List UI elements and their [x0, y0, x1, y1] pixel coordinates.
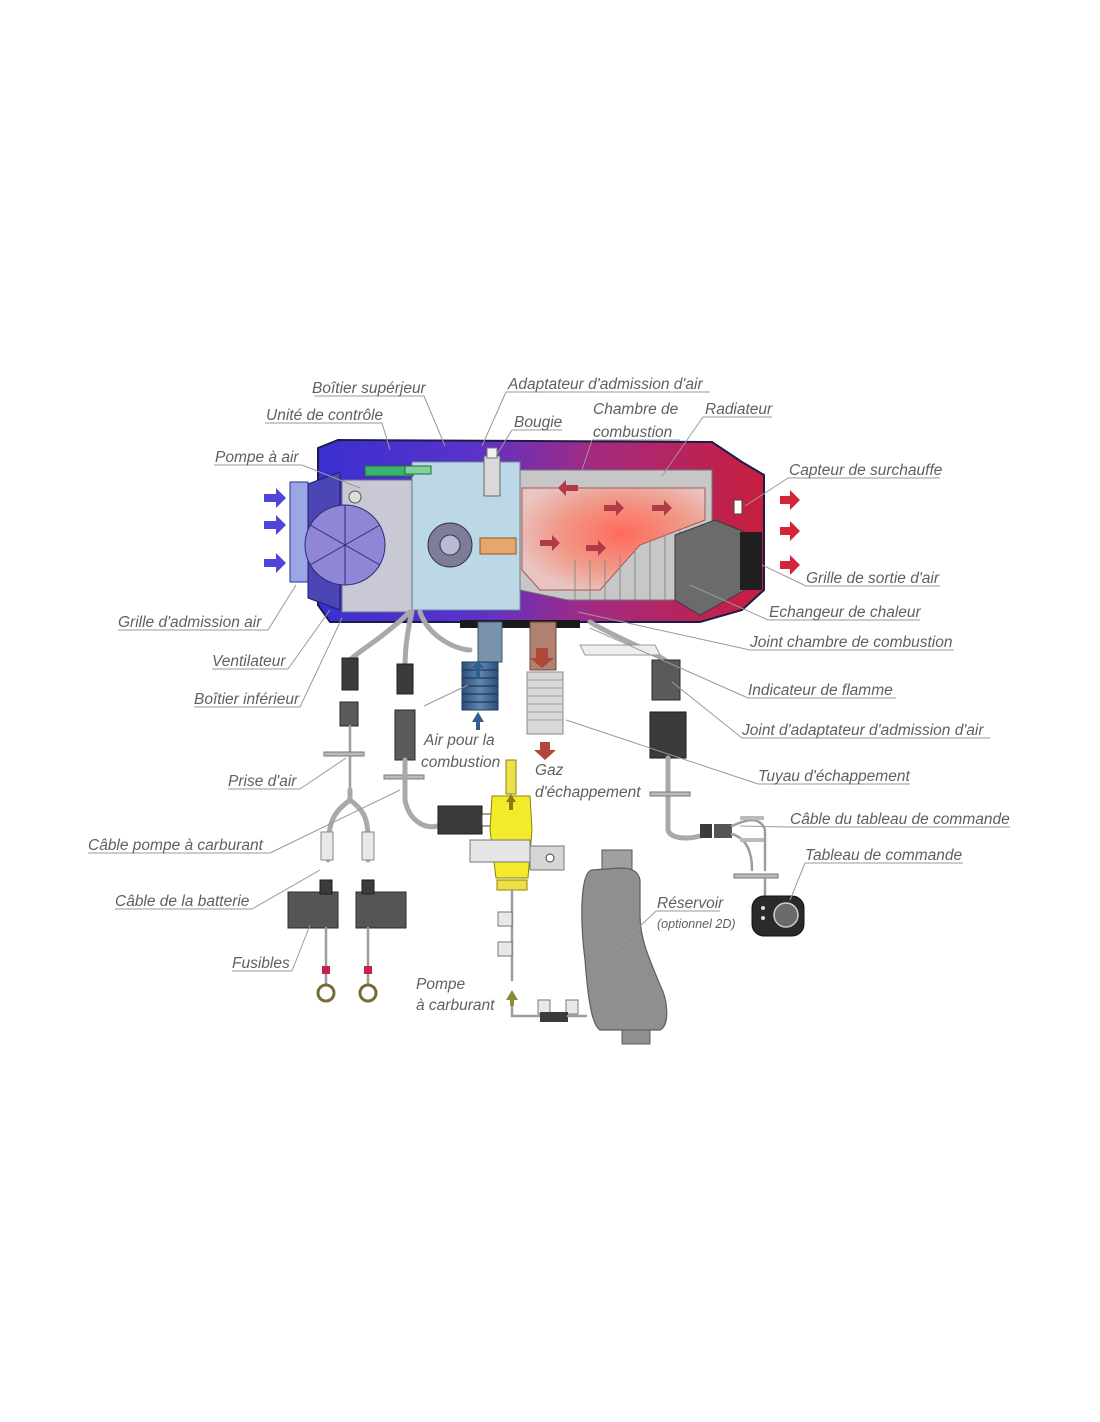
- label-grille-sortie: Grille de sortie d'air: [806, 570, 940, 587]
- label-pompe-carburant-2: à carburant: [416, 997, 495, 1014]
- label-bougie: Bougie: [514, 414, 563, 431]
- label-cable-tableau: Câble du tableau de commande: [790, 811, 1010, 828]
- label-chambre-combustion-2: combustion: [593, 424, 672, 441]
- label-ventilateur: Ventilateur: [212, 653, 286, 670]
- fuel-pump: [469, 759, 588, 1022]
- label-joint-adaptateur: Joint d'adaptateur d'admission d'air: [741, 722, 984, 739]
- outlet-arrow-icon: [780, 490, 800, 575]
- label-echangeur: Echangeur de chaleur: [769, 604, 922, 621]
- label-cable-batterie: Câble de la batterie: [115, 893, 250, 910]
- label-pompe-air: Pompe à air: [215, 449, 299, 466]
- intake-arrow-icon: [264, 488, 286, 573]
- label-chambre-combustion-1: Chambre de: [593, 401, 679, 418]
- label-grille-admission: Grille d'admission air: [118, 614, 262, 631]
- label-gaz-1: Gaz: [535, 762, 564, 779]
- label-fusibles: Fusibles: [232, 955, 290, 972]
- label-air-combustion-2: combustion: [421, 754, 500, 771]
- labels: Boîtier supérjeur Adaptateur d'admission…: [88, 376, 1010, 1014]
- combustion-air-hose: [461, 621, 503, 730]
- label-reservoir-note: (optionnel 2D): [657, 917, 736, 931]
- label-boitier-inferieur: Boîtier inférieur: [194, 691, 300, 708]
- fuel-tank: [581, 849, 668, 1045]
- label-cable-pompe: Câble pompe à carburant: [88, 837, 264, 854]
- label-unite-controle: Unité de contrôle: [266, 407, 384, 424]
- connector-chain-right: [649, 659, 780, 906]
- label-tableau-commande: Tableau de commande: [805, 847, 962, 864]
- label-prise-air: Prise d'air: [228, 773, 297, 790]
- flow-arrow-icon: [540, 480, 672, 556]
- heater-body: [289, 438, 765, 628]
- label-pompe-carburant-1: Pompe: [416, 976, 465, 993]
- heat-exchanger-fins: [574, 528, 681, 600]
- label-gaz-2: d'échappement: [535, 784, 641, 801]
- label-joint-chambre: Joint chambre de combustion: [749, 634, 952, 651]
- label-capteur-surchauffe: Capteur de surchauffe: [789, 462, 943, 479]
- label-reservoir: Réservoir: [657, 895, 724, 912]
- label-air-combustion-1: Air pour la: [423, 732, 495, 749]
- label-tuyau-echappement: Tuyau d'échappement: [758, 768, 910, 785]
- label-boitier-superieur: Boîtier supérjeur: [312, 380, 427, 397]
- label-radiateur: Radiateur: [705, 401, 773, 418]
- control-panel: [751, 895, 805, 937]
- label-adaptateur-admission: Adaptateur d'admission d'air: [507, 376, 703, 393]
- connector-chain-left: [287, 657, 407, 1003]
- leader-lines: [88, 391, 1010, 972]
- exhaust-hose: [526, 621, 564, 760]
- fan: [304, 490, 386, 586]
- fuel-pump-cable: [383, 663, 495, 835]
- label-indicateur-flamme: Indicateur de flamme: [748, 682, 893, 699]
